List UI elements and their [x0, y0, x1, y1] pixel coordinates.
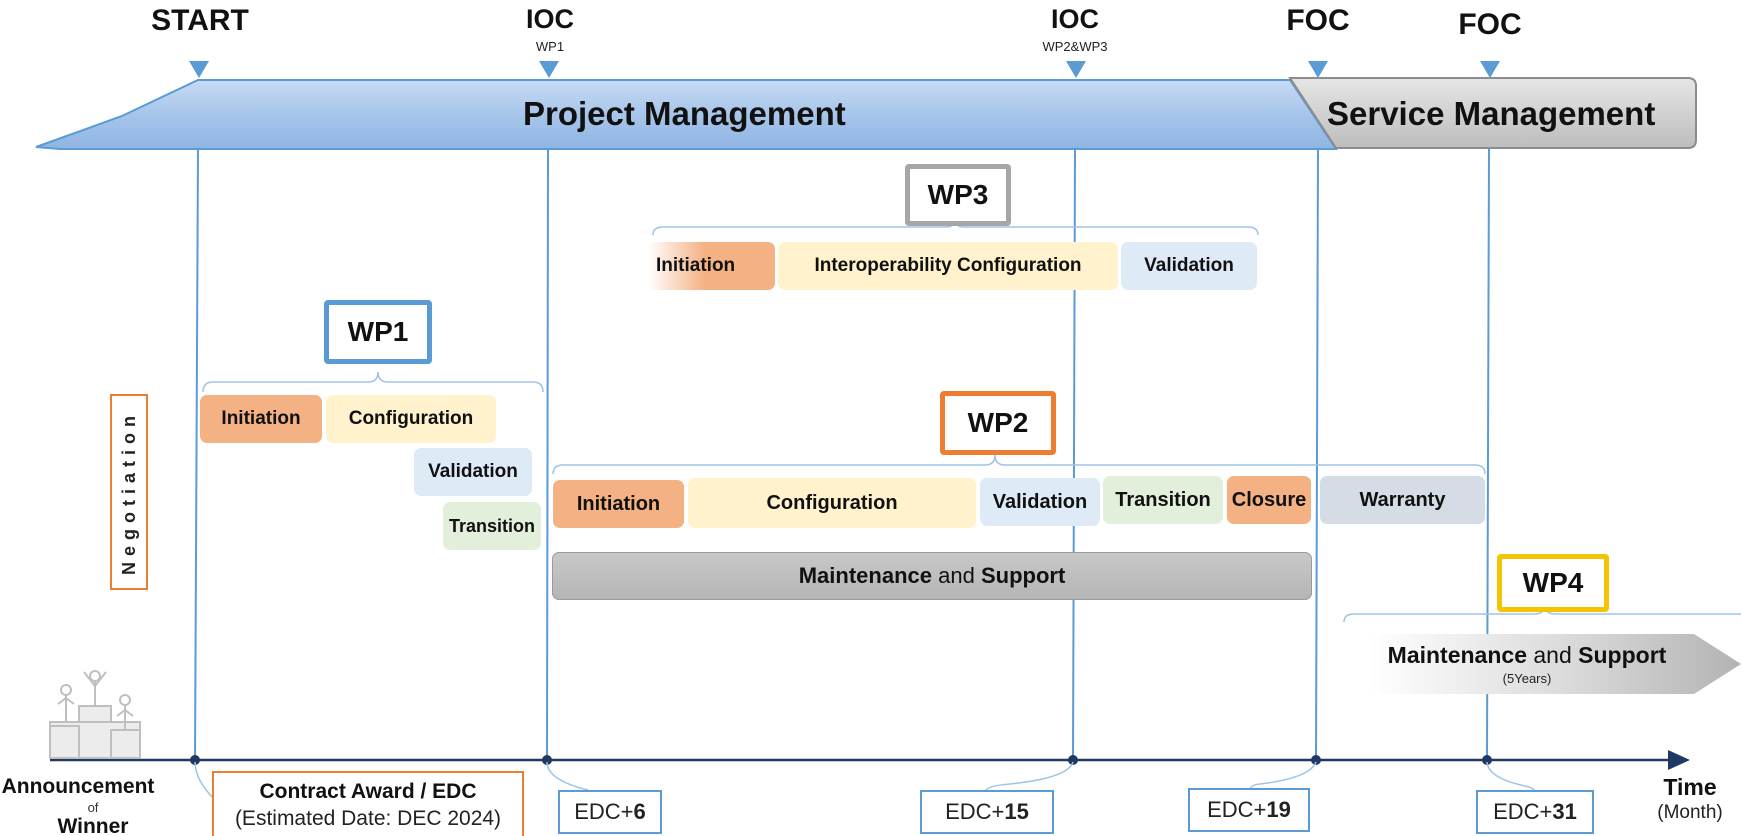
- edc-6-box: EDC+6: [558, 790, 662, 834]
- wp2-validation: Validation: [980, 478, 1100, 526]
- wp4-maint-mid: and: [1533, 642, 1572, 668]
- wp2-brace: [552, 454, 1486, 475]
- milestone-foc1-label: FOC: [1286, 4, 1350, 37]
- contract-award-title: Contract Award / EDC: [259, 780, 477, 803]
- edc19-connector: [1249, 761, 1317, 791]
- wp1-transition: Transition: [443, 502, 541, 550]
- edc-31-box: EDC+31: [1476, 790, 1594, 834]
- wp2-warranty: Warranty: [1320, 476, 1485, 524]
- negotiation-label: Negotiation: [118, 409, 139, 575]
- edc-19-box: EDC+19: [1188, 788, 1310, 832]
- wp2-configuration: Configuration: [688, 478, 976, 528]
- wp2-maintenance-support: Maintenance and Support: [552, 552, 1312, 600]
- edc31-connector: [1486, 761, 1536, 793]
- axis-dot: [1311, 755, 1321, 765]
- milestone-foc2-label: FOC: [1458, 8, 1522, 41]
- milestone-marker: [1066, 61, 1086, 78]
- edc-15-box: EDC+15: [920, 790, 1054, 834]
- milestone-marker: [1308, 61, 1328, 78]
- milestone-marker: [1480, 61, 1500, 78]
- wp2-maint-mid: and: [938, 563, 975, 588]
- axis-dot: [190, 755, 200, 765]
- wp2-initiation: Initiation: [553, 480, 684, 528]
- edc-19-number: 19: [1266, 797, 1291, 822]
- contract-connector: [194, 761, 216, 801]
- axis-dot: [542, 755, 552, 765]
- service-management-banner: [1288, 77, 1697, 149]
- edc-15-number: 15: [1004, 799, 1029, 824]
- edc-6-prefix: EDC+: [574, 799, 634, 824]
- project-management-title: Project Management: [523, 95, 846, 132]
- wp4-maintenance-label: Maintenance and Support: [1372, 642, 1682, 669]
- wp3-validation: Validation: [1121, 242, 1257, 290]
- milestone-marker: [539, 61, 559, 78]
- edc-31-prefix: EDC+: [1493, 799, 1553, 824]
- milestone-lines: [194, 147, 1490, 761]
- contract-award-box: Contract Award / EDC (Estimated Date: DE…: [212, 771, 524, 836]
- announcement-label: Announcement: [1, 775, 155, 798]
- edc-connectors: [194, 761, 1536, 801]
- time-axis-unit: (Month): [1657, 802, 1723, 823]
- edc15-connector: [984, 761, 1074, 793]
- wp4-maint-bold1: Maintenance: [1387, 642, 1527, 668]
- axis-dots: [190, 755, 1492, 765]
- wp2-maint-bold1: Maintenance: [798, 563, 932, 588]
- milestone-start-label: START: [151, 4, 249, 37]
- time-axis-arrowhead: [1668, 750, 1690, 770]
- edc-19-prefix: EDC+: [1207, 797, 1267, 822]
- axis-dot: [1068, 755, 1078, 765]
- wp4-maintenance-arrow: [1370, 634, 1741, 694]
- podium-icon: [49, 670, 141, 759]
- milestone-ioc-wp23-sub: WP2&WP3: [1042, 39, 1108, 54]
- wp1-initiation: Initiation: [200, 395, 322, 443]
- milestone-marker: [189, 61, 209, 78]
- wp1-brace: [202, 371, 544, 393]
- milestone-ioc-wp1-sub: WP1: [535, 39, 565, 54]
- milestone-ioc-wp23-label: IOC: [1050, 4, 1099, 34]
- edc-6-number: 6: [633, 799, 646, 824]
- edc-31-number: 31: [1552, 799, 1577, 824]
- wp2-transition: Transition: [1103, 476, 1223, 524]
- wp4-maintenance-sub: (5Years): [1502, 671, 1552, 686]
- negotiation-box: Negotiation: [110, 394, 148, 590]
- announcement-of: of: [87, 800, 99, 815]
- time-axis-label: Time: [1663, 774, 1717, 800]
- wp2-closure: Closure: [1227, 476, 1311, 524]
- wp3-interoperability-configuration: Interoperability Configuration: [778, 242, 1118, 290]
- wp2-maint-bold2: Support: [980, 563, 1066, 588]
- wp2-badge: WP2: [940, 391, 1056, 455]
- wp3-badge: WP3: [905, 164, 1011, 226]
- contract-award-sub: (Estimated Date: DEC 2024): [234, 807, 502, 830]
- milestone-ioc-wp1-label: IOC: [525, 4, 574, 34]
- wp1-validation: Validation: [414, 448, 532, 496]
- wp4-badge: WP4: [1497, 554, 1609, 612]
- wp4-maint-bold2: Support: [1578, 642, 1667, 668]
- wp1-configuration: Configuration: [326, 395, 496, 443]
- announcement-winner: Winner: [57, 815, 129, 836]
- milestone-markers: [189, 61, 1500, 78]
- wp3-initiation: Initiation: [648, 242, 775, 290]
- project-management-banner: [35, 79, 1338, 150]
- axis-dot: [1482, 755, 1492, 765]
- service-management-title: Service Management: [1327, 95, 1656, 132]
- edc6-connector: [546, 761, 589, 791]
- edc-15-prefix: EDC+: [945, 799, 1005, 824]
- wp1-badge: WP1: [324, 300, 432, 364]
